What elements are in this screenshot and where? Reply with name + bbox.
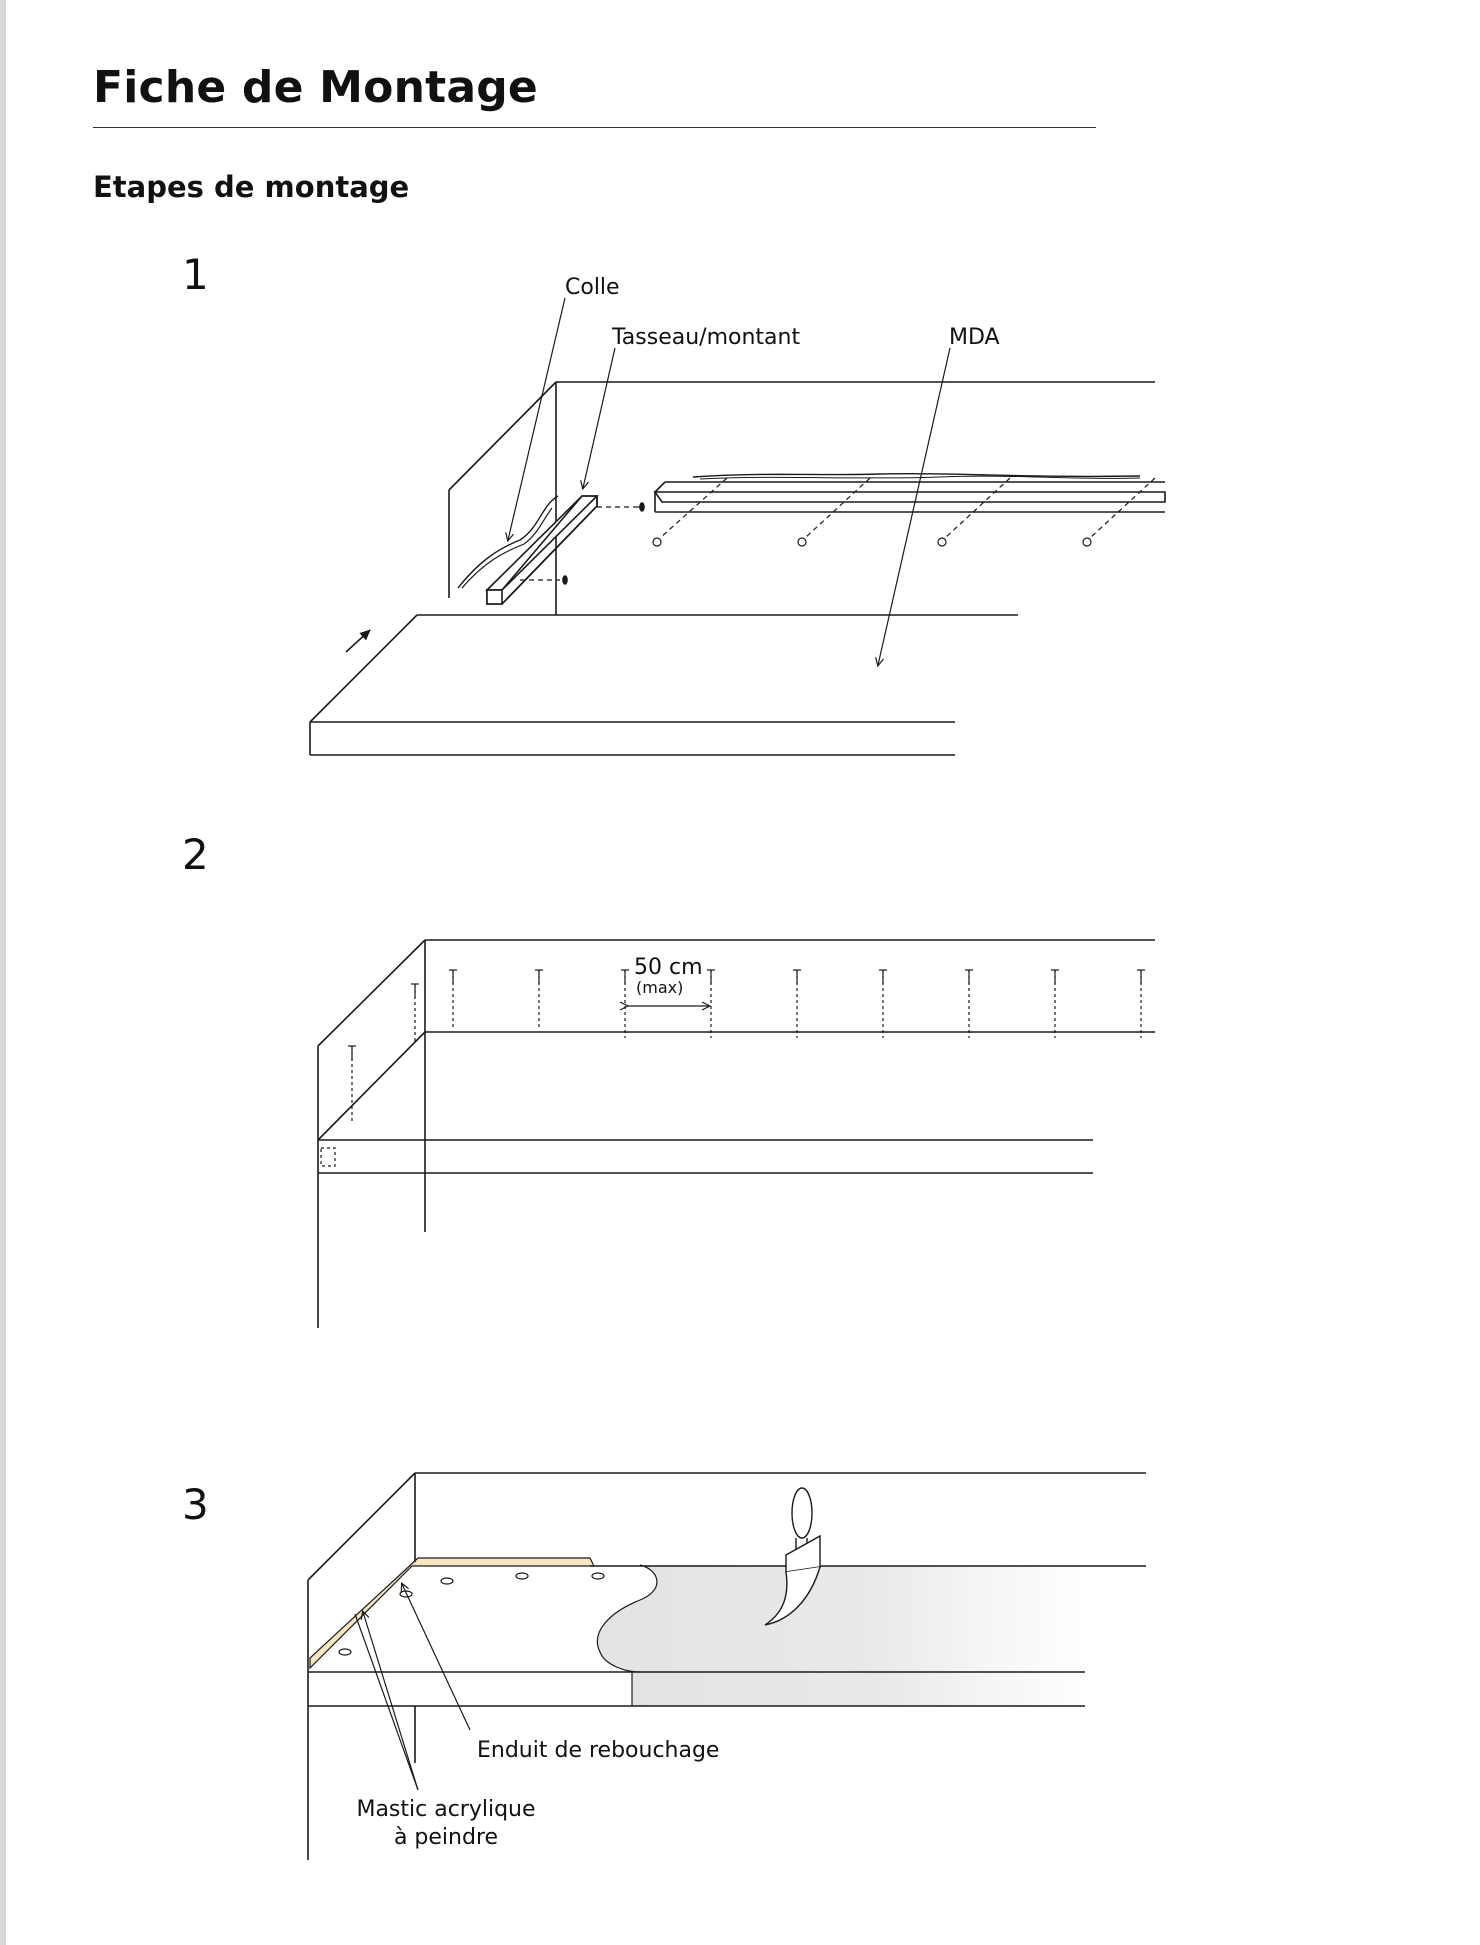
- step-2-drawing: [317, 939, 1155, 1328]
- label-mastic-line2: à peindre: [394, 1825, 498, 1850]
- screws-row-step1: [652, 477, 1156, 547]
- section-title: Etapes de montage: [93, 170, 410, 204]
- leader-filler: [402, 1584, 471, 1731]
- title-divider: [93, 127, 1096, 128]
- batten-vertical: [485, 495, 599, 605]
- label-mastic-line1: Mastic acrylique: [356, 1797, 535, 1822]
- leader-sealant: [363, 1612, 419, 1791]
- label-spacing-note: (max): [636, 978, 683, 997]
- step-2-number: 2: [182, 830, 209, 879]
- glue-bead: [457, 495, 559, 589]
- mda-panel-outline: [309, 614, 1018, 756]
- batten-horizontal: [653, 481, 1166, 513]
- label-spacing: 50 cm: [634, 955, 703, 980]
- leader-panel: [878, 347, 951, 665]
- sealant-bead: [309, 1557, 595, 1670]
- leader-glue: [508, 297, 566, 540]
- step-3-number: 3: [182, 1480, 209, 1529]
- document-title: Fiche de Montage: [93, 62, 538, 113]
- direction-arrow: [345, 629, 371, 653]
- label-tasseau: Tasseau/montant: [611, 325, 800, 350]
- page-edge: [0, 0, 6, 1945]
- filler-area: [597, 1565, 1085, 1672]
- screw-holes-step3: [338, 1572, 605, 1656]
- wall-outline: [448, 381, 1155, 615]
- step-1-number: 1: [182, 250, 209, 299]
- label-enduit: Enduit de rebouchage: [477, 1738, 719, 1763]
- leader-batten: [583, 347, 616, 488]
- label-mda: MDA: [949, 325, 1000, 350]
- glue-bead-horizontal: [692, 472, 1141, 478]
- step-1-drawing: [309, 297, 1166, 756]
- step-3-drawing: [307, 1472, 1146, 1860]
- label-colle: Colle: [565, 275, 620, 300]
- putty-knife-icon: [764, 1487, 821, 1626]
- nails-row-step2: [348, 969, 1145, 1122]
